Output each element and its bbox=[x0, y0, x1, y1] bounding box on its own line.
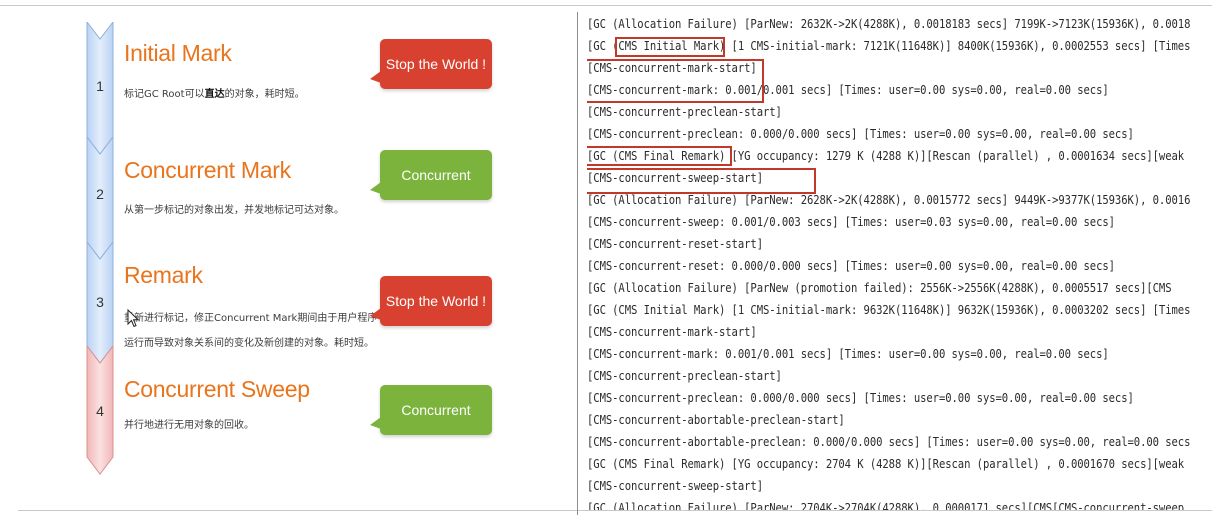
stage-title-concurrent-sweep: Concurrent Sweep bbox=[124, 376, 310, 402]
panel-divider bbox=[577, 12, 578, 515]
mouse-pointer-icon bbox=[127, 309, 139, 328]
callout-concurrent-2: Concurrent bbox=[370, 385, 492, 435]
stage-desc-concurrent-sweep: 并行地进行无用对象的回收。 bbox=[124, 420, 254, 431]
log-line: [CMS-concurrent-mark: 0.001/0.001 secs] … bbox=[587, 346, 1109, 361]
stage-desc-initial-mark: 标记GC Root可以直达的对象，耗时短。 bbox=[124, 89, 305, 100]
log-line: [CMS-concurrent-reset: 0.000/0.000 secs]… bbox=[587, 258, 1115, 273]
stage-desc-remark: 重新进行标记，修正Concurrent Mark期间由于用户程序运行而导致对象关… bbox=[124, 313, 378, 349]
log-line: [GC (CMS Initial Mark) [1 CMS-initial-ma… bbox=[587, 302, 1191, 317]
top-divider bbox=[0, 5, 1212, 6]
log-line: [CMS-concurrent-sweep-start] bbox=[587, 478, 763, 493]
callout-concurrent-1: Concurrent bbox=[370, 150, 492, 200]
stage-desc-concurrent-mark: 从第一步标记的对象出发，并发地标记可达对象。 bbox=[124, 205, 344, 216]
phase-segment-4 bbox=[86, 344, 114, 475]
log-line: [GC (Allocation Failure) [ParNew: 2704K-… bbox=[587, 500, 1185, 510]
log-line: [GC (CMS Initial Mark) [1 CMS-initial-ma… bbox=[587, 38, 1191, 53]
stage-title-initial-mark: Initial Mark bbox=[124, 40, 232, 66]
log-line: [CMS-concurrent-sweep: 0.001/0.003 secs]… bbox=[587, 214, 1115, 229]
log-line: [GC (CMS Final Remark) [YG occupancy: 27… bbox=[587, 456, 1185, 471]
log-line: [CMS-concurrent-mark-start] bbox=[587, 324, 757, 339]
log-line: [CMS-concurrent-preclean-start] bbox=[587, 368, 782, 383]
stage-title-concurrent-mark: Concurrent Mark bbox=[124, 157, 291, 183]
phase-number-1: 1 bbox=[96, 78, 104, 94]
log-line: [GC (Allocation Failure) [ParNew: 2632K-… bbox=[587, 16, 1191, 31]
phase-arrow-bar bbox=[86, 22, 114, 475]
log-line: [CMS-concurrent-reset-start] bbox=[587, 236, 763, 251]
log-line: [GC (Allocation Failure) [ParNew (promot… bbox=[587, 280, 1172, 295]
phase-number-3: 3 bbox=[96, 294, 104, 310]
log-line: [CMS-concurrent-abortable-preclean-start… bbox=[587, 412, 845, 427]
gc-log-panel: [GC (Allocation Failure) [ParNew: 2632K-… bbox=[587, 13, 1212, 510]
bottom-divider bbox=[18, 510, 1212, 511]
log-line: [GC (CMS Final Remark) [YG occupancy: 12… bbox=[587, 148, 1185, 163]
log-line: [CMS-concurrent-preclean-start] bbox=[587, 104, 782, 119]
log-line: [CMS-concurrent-mark: 0.001/0.001 secs] … bbox=[587, 82, 1109, 97]
highlight-concurrent-mark bbox=[587, 59, 764, 103]
highlight-concurrent-sweep-start bbox=[587, 168, 816, 194]
callout-stop-the-world-1: Stop the World ! bbox=[370, 39, 492, 89]
callout-stop-the-world-2: Stop the World ! bbox=[370, 276, 492, 326]
gc-log-lines: [GC (Allocation Failure) [ParNew: 2632K-… bbox=[587, 13, 1212, 510]
highlight-final-remark bbox=[587, 146, 732, 166]
log-line: [GC (Allocation Failure) [ParNew: 2628K-… bbox=[587, 192, 1191, 207]
log-line: [CMS-concurrent-sweep-start] bbox=[587, 170, 763, 185]
cms-phases-diagram: 1 2 3 4 Initial Mark 标记GC Root可以直达的对象，耗时… bbox=[0, 0, 577, 515]
log-line: [CMS-concurrent-abortable-preclean: 0.00… bbox=[587, 434, 1191, 449]
phase-number-4: 4 bbox=[96, 403, 104, 419]
log-line: [CMS-concurrent-mark-start] bbox=[587, 60, 757, 75]
log-line: [CMS-concurrent-preclean: 0.000/0.000 se… bbox=[587, 390, 1134, 405]
log-line: [CMS-concurrent-preclean: 0.000/0.000 se… bbox=[587, 126, 1134, 141]
highlight-cms-initial-mark bbox=[615, 37, 725, 57]
stage-title-remark: Remark bbox=[124, 262, 203, 288]
phase-number-2: 2 bbox=[96, 186, 104, 202]
